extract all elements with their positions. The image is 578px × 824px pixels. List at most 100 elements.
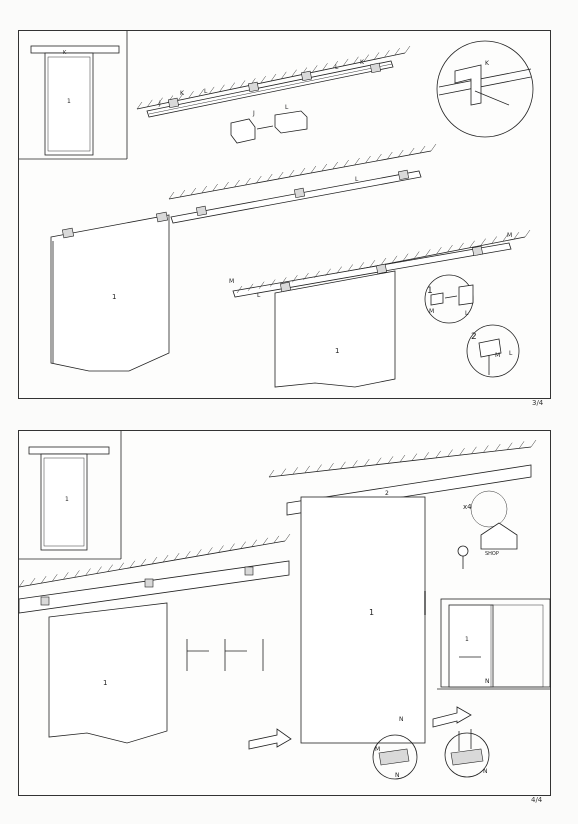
bracket-label-k2: K xyxy=(360,59,365,66)
wall-hatch-tick xyxy=(219,84,225,92)
wall-hatch-tick xyxy=(151,556,158,565)
wall-hatch-tick xyxy=(316,464,322,472)
wall-hatch-tick xyxy=(168,191,175,200)
page-number-2: 4/4 xyxy=(531,796,543,804)
wall-hatch-tick xyxy=(136,101,143,110)
wall-hatch-tick xyxy=(118,562,124,570)
step-1-label-m: M xyxy=(429,308,434,315)
endcap-label-m2: M xyxy=(507,232,512,239)
wall-hatch-tick xyxy=(387,151,393,160)
wall-hatch-tick xyxy=(376,153,382,162)
door-left: 1 xyxy=(50,211,170,372)
wall-hatch-tick xyxy=(354,157,360,166)
wall-hatch-tick xyxy=(173,553,180,561)
wall-hatch-tick xyxy=(258,281,265,289)
door-main: 1 N xyxy=(300,496,426,744)
wall-hatch-tick xyxy=(40,576,47,584)
wall-hatch-tick xyxy=(398,149,404,158)
detail-label-j: J xyxy=(252,110,255,117)
page-number: 3/4 xyxy=(532,399,544,407)
wall-hatch-tick xyxy=(435,450,441,459)
inset-door-label: 1 xyxy=(67,98,71,105)
wall-hatch-tick xyxy=(343,159,349,168)
wall-hatch-tick xyxy=(436,247,442,255)
wall-hatch-tick xyxy=(471,446,477,454)
wall-hatch-tick xyxy=(270,279,276,287)
wall-hatch-tick xyxy=(207,547,213,555)
wall-hatch-tick xyxy=(236,285,243,294)
wall-hatch-tick xyxy=(140,558,147,567)
wall-hatch-tick xyxy=(303,272,309,281)
wall-hatch-tick xyxy=(369,260,376,268)
wall-hatch-tick xyxy=(325,268,331,276)
wall-hatch-tick xyxy=(280,468,287,476)
wall-hatch-tick xyxy=(411,453,418,461)
closed-guide-label: N xyxy=(485,678,490,685)
wall-hatch-tick xyxy=(74,570,80,578)
floor-guide-label-m: M xyxy=(375,746,380,753)
wall-hatch-tick xyxy=(524,229,531,238)
step-2-number: 2 xyxy=(471,332,477,342)
screw-label-j: J xyxy=(158,100,161,107)
wall-hatch-tick xyxy=(262,537,269,545)
floor-guide-label-2: N xyxy=(395,772,400,779)
wall-hatch-tick xyxy=(291,69,297,77)
wall-hatch-tick xyxy=(96,566,102,574)
step-1-number: 1 xyxy=(427,286,433,296)
door-right: M M L 1 xyxy=(229,229,531,388)
wall-hatch-tick xyxy=(52,574,58,582)
wall-hatch-tick xyxy=(480,238,486,246)
page-3-illustration: K 1 J K L K L J L xyxy=(19,31,534,388)
wall-hatch-tick xyxy=(188,91,194,99)
wall-hatch-tick xyxy=(364,458,370,467)
rail-label-l3: L xyxy=(355,176,359,183)
rail-assembly-2: L xyxy=(168,143,437,224)
rail-label-l1: L xyxy=(204,88,208,95)
wall-hatch-tick xyxy=(353,56,359,64)
wall-hatch-tick xyxy=(284,533,291,542)
wall-hatch-tick xyxy=(273,535,280,544)
wall-hatch-tick xyxy=(469,240,475,248)
wall-hatch-tick xyxy=(459,448,465,456)
wall-hatch-tick xyxy=(322,63,328,71)
wall-hatch-tick xyxy=(358,262,365,270)
wall-hatch-tick xyxy=(85,568,91,576)
wall-hatch-tick xyxy=(270,73,277,82)
inset-rail-label: K xyxy=(63,50,67,56)
wall-hatch-tick xyxy=(491,236,497,244)
wall-hatch-tick xyxy=(190,187,197,196)
wall-hatch-tick xyxy=(328,463,334,471)
endcap-label-m1: M xyxy=(229,278,234,285)
door-closed-view: 1 N xyxy=(437,598,551,690)
wall-hatch-tick xyxy=(179,189,186,198)
wall-hatch-tick xyxy=(321,163,328,172)
wall-hatch-tick xyxy=(402,253,409,261)
wall-hatch-tick xyxy=(240,541,246,549)
wall-hatch-tick xyxy=(299,167,306,176)
profile-sketches xyxy=(186,639,264,671)
wall-hatch-tick xyxy=(260,76,266,84)
wall-hatch-tick xyxy=(201,185,207,194)
wall-hatch-tick xyxy=(394,48,400,56)
closed-door-label: 1 xyxy=(465,636,469,643)
wall-hatch-tick xyxy=(129,560,136,568)
wall-hatch-tick xyxy=(267,173,273,182)
wall-hatch-tick xyxy=(247,283,254,291)
wall-hatch-tick xyxy=(352,460,358,468)
wall-hatch-tick xyxy=(277,171,284,180)
wall-hatch-tick xyxy=(198,88,205,97)
wall-hatch-tick xyxy=(281,71,287,79)
wall-hatch-tick xyxy=(29,577,36,586)
wall-hatch-tick xyxy=(229,543,235,551)
qty-label: x4 xyxy=(463,503,472,511)
rail-label-l4: L xyxy=(257,292,261,299)
instruction-page-3: K 1 J K L K L J L xyxy=(18,30,551,399)
wall-hatch-tick xyxy=(196,549,202,557)
wall-hatch-tick xyxy=(256,175,262,184)
bracket-label-k1: K xyxy=(180,90,185,97)
wall-hatch-tick xyxy=(483,445,489,453)
wall-hatch-tick xyxy=(336,266,342,274)
wall-hatch-tick xyxy=(234,179,240,188)
wall-hatch-tick xyxy=(342,58,349,67)
wall-hatch-tick xyxy=(530,439,537,448)
